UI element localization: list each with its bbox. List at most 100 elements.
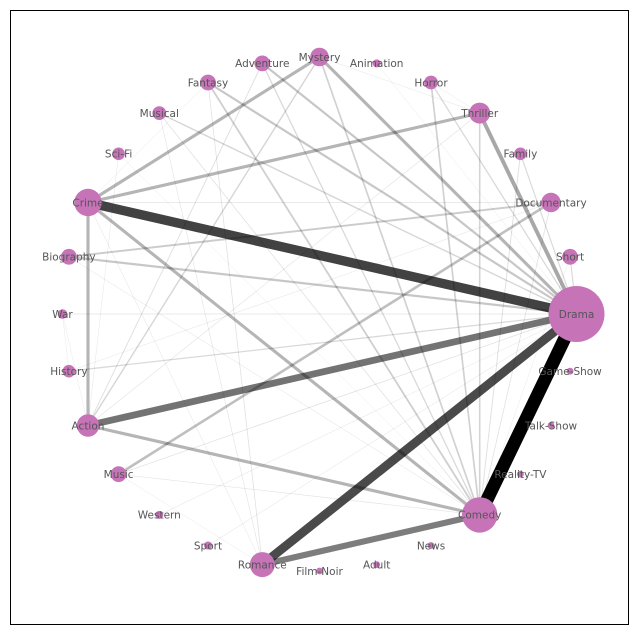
edge-war-history [62, 313, 70, 372]
node-short [562, 248, 578, 265]
edge-comedy-scifi [118, 153, 480, 516]
edge-drama-horror [430, 82, 578, 315]
node-label-action: Action [72, 420, 105, 432]
edge-drama-comedy [473, 311, 583, 518]
node-label-adult: Adult [363, 559, 390, 571]
edge-comedy-family [479, 153, 521, 515]
node-label-filmnoir: Film-Noir [296, 566, 343, 578]
node-musical [152, 106, 167, 120]
edge-drama-history [68, 313, 577, 372]
node-horror [424, 75, 438, 90]
node-label-fantasy: Fantasy [188, 77, 228, 89]
node-label-talkshow: Talk-Show [524, 420, 578, 432]
node-label-drama: Drama [559, 309, 595, 321]
edge-comedy-music [118, 473, 480, 516]
node-history [62, 364, 76, 378]
node-label-comedy: Comedy [458, 510, 501, 522]
node-fantasy [200, 74, 216, 91]
edge-comedy-crime [87, 201, 481, 517]
edge-comedy-horror [430, 82, 481, 515]
edge-drama-action [87, 310, 578, 429]
node-label-news: News [417, 540, 445, 552]
node-crime [74, 188, 102, 217]
edge-action-scifi [87, 153, 119, 426]
edge-drama-music [118, 313, 577, 475]
edge-romance-fantasy [207, 82, 263, 565]
edge-comedy-adventure [261, 63, 481, 516]
node-label-crime: Crime [72, 197, 103, 209]
edge-romance-crime [87, 202, 263, 565]
node-mystery [310, 47, 329, 67]
node-label-romance: Romance [238, 559, 287, 571]
node-label-horror: Horror [414, 77, 448, 89]
node-label-short: Short [556, 252, 584, 264]
edge-comedy-mystery [318, 56, 481, 516]
node-gameshow [566, 367, 574, 375]
node-thriller [469, 102, 491, 124]
node-label-musical: Musical [140, 108, 179, 120]
node-drama [548, 286, 605, 342]
node-label-mystery: Mystery [299, 52, 341, 64]
node-label-war: War [52, 309, 73, 321]
edge-romance-musical [158, 113, 263, 565]
node-label-sport: Sport [194, 540, 222, 552]
node-label-gameshow: Game-Show [538, 366, 602, 378]
node-label-thriller: Thriller [460, 108, 499, 120]
node-realitytv [517, 470, 524, 478]
edge-action-adventure [87, 63, 263, 426]
edge-action-thriller [87, 112, 480, 426]
edge-crime-fantasy [87, 82, 209, 203]
edge-comedy-biography [68, 256, 480, 516]
node-scifi [112, 147, 125, 161]
edge-crime-mystery [87, 55, 321, 204]
node-biography [61, 248, 77, 265]
node-label-realitytv: Reality-TV [494, 469, 547, 481]
edge-drama-family [519, 153, 578, 315]
node-adult [373, 561, 381, 568]
node-war [57, 309, 68, 319]
edge-crime-thriller [87, 111, 481, 205]
edge-drama-western [159, 313, 577, 516]
edge-action-mystery [87, 56, 321, 426]
edge-romance-comedy [261, 511, 481, 568]
edge-drama-mystery [318, 55, 578, 316]
edge-drama-crime [86, 197, 578, 319]
edge-drama-animation [376, 63, 577, 315]
edge-history-documentary [68, 202, 552, 372]
node-animation [372, 59, 381, 68]
edge-drama-romance [259, 310, 580, 569]
edge-drama-thriller [477, 112, 579, 315]
edge-biography-documentary [68, 201, 552, 258]
node-label-documentary: Documentary [515, 197, 586, 209]
edges-layer [62, 55, 583, 569]
edge-comedy-musical [158, 112, 481, 516]
node-news [427, 542, 435, 549]
node-label-history: History [50, 366, 87, 378]
edge-thriller-mystery [319, 56, 480, 114]
node-action [76, 414, 100, 437]
edge-drama-fantasy [207, 81, 578, 315]
node-comedy [462, 497, 498, 533]
labels-layer: Drama Short Documentary Family Thriller Horro… [42, 52, 602, 578]
node-label-family: Family [504, 149, 538, 161]
edge-romance-music [118, 473, 263, 565]
node-romance [249, 552, 275, 578]
node-label-music: Music [104, 469, 134, 481]
edge-drama-musical [158, 112, 577, 315]
edge-comedy-documentary [479, 202, 552, 515]
node-label-biography: Biography [42, 252, 96, 264]
node-western [155, 510, 164, 519]
node-talkshow [547, 422, 555, 429]
node-sport [204, 541, 212, 550]
node-filmnoir [316, 567, 323, 575]
edge-drama-sport [207, 313, 577, 546]
edge-drama-adventure [261, 62, 578, 315]
node-label-adventure: Adventure [235, 58, 289, 70]
node-music [110, 466, 127, 483]
edge-comedy-action [87, 423, 481, 517]
node-label-animation: Animation [350, 58, 404, 70]
node-family [514, 147, 527, 161]
node-documentary [541, 192, 561, 213]
node-adventure [254, 55, 271, 72]
nodes-layer [57, 47, 605, 578]
